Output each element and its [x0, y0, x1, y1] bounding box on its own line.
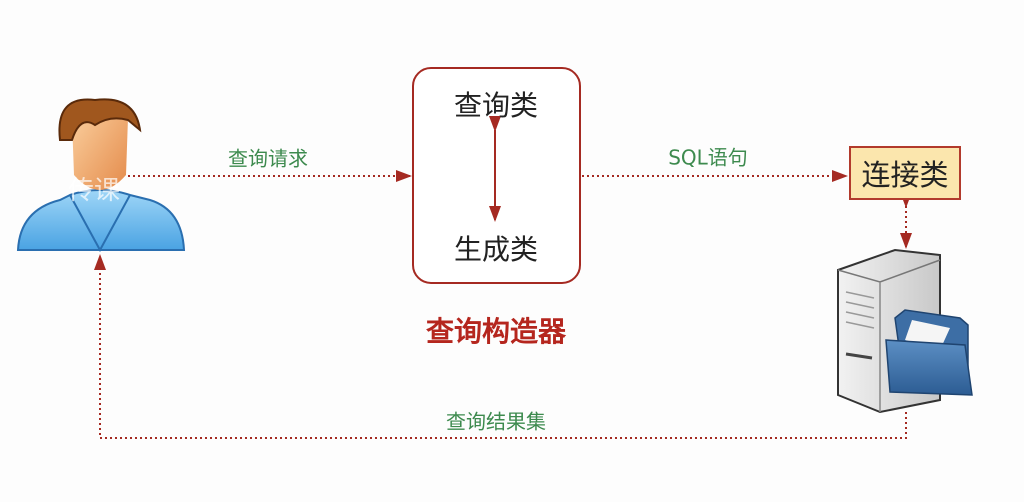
- builder-title: 查询构造器: [425, 315, 567, 348]
- request-label: 查询请求: [228, 146, 308, 171]
- result-label: 查询结果集: [446, 409, 546, 434]
- user-icon: [16, 98, 186, 253]
- database-server-icon: [837, 248, 973, 414]
- connection-class-box: 连接类: [849, 146, 961, 200]
- watermark: 传课: [68, 176, 121, 206]
- query-class-label: 查询类: [453, 89, 539, 122]
- generate-class-label: 生成类: [453, 233, 539, 266]
- sql-label: SQL语句: [668, 145, 748, 170]
